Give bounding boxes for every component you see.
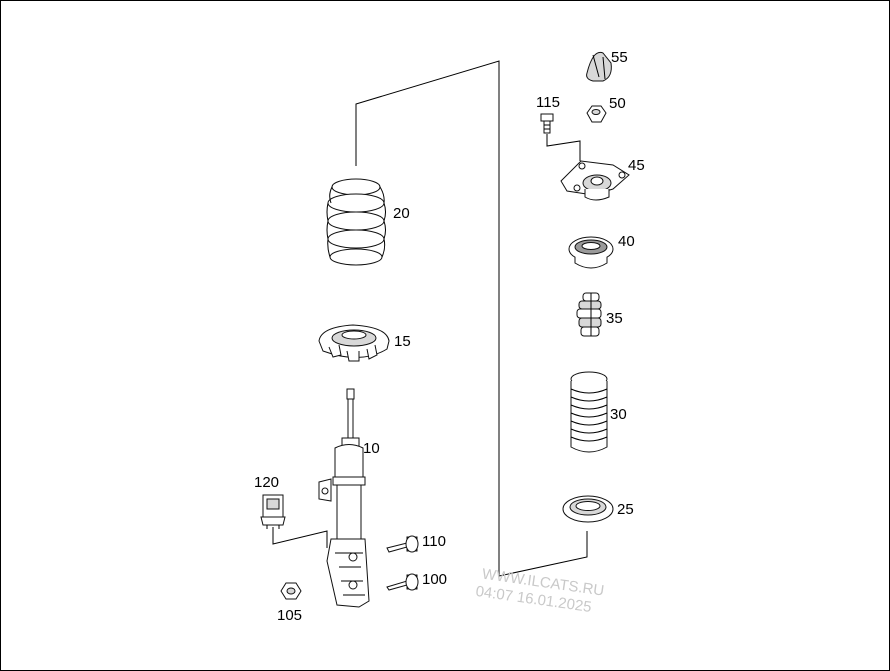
callout-35[interactable]: 35 — [606, 310, 623, 327]
callout-25[interactable]: 25 — [617, 501, 634, 518]
callout-120[interactable]: 120 — [254, 474, 279, 491]
callout-105[interactable]: 105 — [277, 607, 302, 624]
leader-115-to-45 — [546, 134, 581, 161]
callout-115[interactable]: 115 — [536, 94, 560, 111]
callout-110[interactable]: 110 — [422, 533, 446, 550]
part-10-shock-absorber[interactable] — [318, 388, 370, 608]
callout-55[interactable]: 55 — [611, 49, 628, 66]
part-105-nut[interactable] — [280, 582, 302, 600]
callout-100[interactable]: 100 — [422, 571, 447, 588]
leader-120-to-strut — [272, 527, 328, 548]
part-50-nut[interactable] — [586, 105, 607, 123]
callout-20[interactable]: 20 — [393, 205, 410, 222]
part-115-bolt[interactable] — [540, 113, 554, 134]
watermark: WWW.ILCATS.RU 04:07 16.01.2025 — [475, 566, 606, 616]
part-30-dust-boot[interactable] — [570, 371, 608, 453]
callout-labels: 55 50 115 45 40 35 30 25 20 15 10 120 11… — [254, 49, 645, 624]
part-120-sensor-clip[interactable] — [260, 494, 286, 529]
callout-50[interactable]: 50 — [609, 95, 626, 112]
callout-10[interactable]: 10 — [363, 440, 380, 457]
part-55-cap[interactable] — [586, 51, 612, 82]
leader-lines — [272, 60, 588, 577]
part-15-upper-spring-seat[interactable] — [318, 324, 390, 362]
part-40-bearing[interactable] — [568, 236, 614, 269]
callout-45[interactable]: 45 — [628, 157, 645, 174]
callout-40[interactable]: 40 — [618, 233, 635, 250]
part-35-bump-stop[interactable] — [576, 292, 602, 337]
leader-20-to-assembly — [355, 60, 500, 576]
callout-15[interactable]: 15 — [394, 333, 411, 350]
part-45-strut-mount[interactable] — [560, 160, 630, 201]
part-20-coil-spring[interactable] — [326, 178, 386, 266]
callout-30[interactable]: 30 — [610, 406, 627, 423]
part-25-spring-seat[interactable] — [562, 495, 614, 523]
leader-25-to-assembly — [498, 531, 588, 577]
part-100-bolt[interactable] — [386, 573, 419, 591]
part-110-bolt[interactable] — [386, 535, 419, 553]
